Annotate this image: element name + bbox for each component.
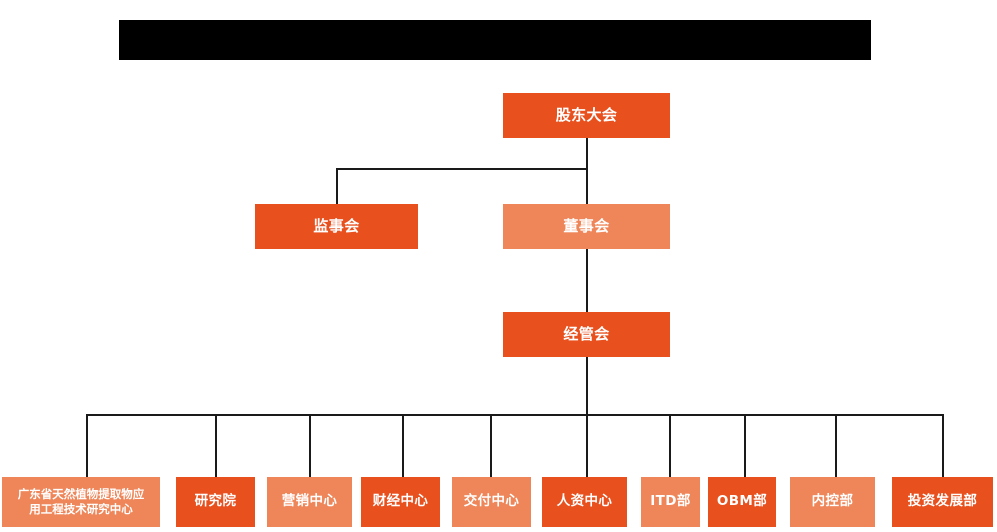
- connector-drop-internal-control-dept: [835, 414, 837, 477]
- connector-directors-to-management: [586, 249, 588, 312]
- connector-drop-finance-center: [402, 414, 404, 477]
- node-label: 营销中心: [281, 493, 338, 510]
- node-marketing-center[interactable]: 营销中心: [267, 477, 352, 527]
- node-label: 财经中心: [372, 493, 429, 510]
- node-investment-dev-dept[interactable]: 投资发展部: [892, 477, 993, 527]
- node-delivery-center[interactable]: 交付中心: [452, 477, 531, 527]
- connector-to-supervisors: [336, 168, 338, 205]
- connector-drop-research-institute: [215, 414, 217, 477]
- node-label: 研究院: [194, 493, 237, 510]
- node-board-of-directors[interactable]: 董事会: [503, 204, 670, 249]
- node-label: 投资发展部: [907, 493, 978, 510]
- node-obm-dept[interactable]: OBM部: [708, 477, 776, 527]
- node-management-committee[interactable]: 经管会: [503, 312, 670, 357]
- node-guangdong-research-center[interactable]: 广东省天然植物提取物应 用工程技术研究中心: [2, 477, 160, 527]
- node-finance-center[interactable]: 财经中心: [361, 477, 440, 527]
- node-research-institute[interactable]: 研究院: [176, 477, 255, 527]
- connector-drop-research-center: [86, 414, 88, 477]
- node-label: ITD部: [650, 493, 691, 510]
- node-label: 广东省天然植物提取物应 用工程技术研究中心: [17, 487, 145, 516]
- node-label: 交付中心: [463, 493, 520, 510]
- node-label: 董事会: [563, 216, 610, 235]
- connector-drop-obm-dept: [744, 414, 746, 477]
- node-board-of-supervisors[interactable]: 监事会: [255, 204, 418, 249]
- node-label: OBM部: [716, 493, 768, 510]
- node-label: 股东大会: [555, 105, 618, 124]
- node-itd-dept[interactable]: ITD部: [641, 477, 700, 527]
- connector-drop-hr-center: [586, 414, 588, 477]
- node-label: 经管会: [563, 324, 610, 343]
- node-shareholders-meeting[interactable]: 股东大会: [503, 93, 670, 138]
- connector-drop-investment-dev-dept: [942, 414, 944, 477]
- connector-level2-bus: [336, 168, 588, 170]
- node-label: 人资中心: [556, 493, 613, 510]
- node-label: 监事会: [313, 216, 360, 235]
- connector-drop-marketing-center: [309, 414, 311, 477]
- node-internal-control-dept[interactable]: 内控部: [790, 477, 875, 527]
- connector-drop-delivery-center: [490, 414, 492, 477]
- connector-drop-itd-dept: [669, 414, 671, 477]
- node-label: 内控部: [811, 493, 854, 510]
- connector-management-down: [586, 357, 588, 415]
- connector-level4-bus: [86, 414, 944, 416]
- node-hr-center[interactable]: 人资中心: [542, 477, 627, 527]
- connector-to-directors: [586, 168, 588, 205]
- connector-shareholders-down: [586, 138, 588, 169]
- redacted-title-banner: [119, 20, 871, 60]
